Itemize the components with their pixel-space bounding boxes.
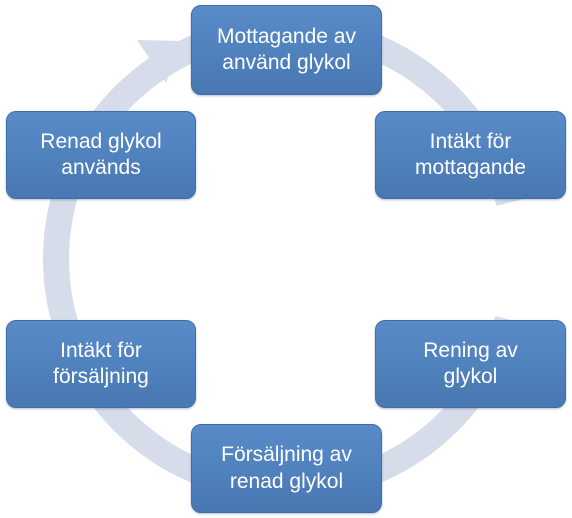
cycle-ring-band bbox=[43, 16, 529, 502]
node-label: Försäljning av renad glykol bbox=[221, 443, 352, 493]
node-forsaljning-av-renad-glykol: Försäljning av renad glykol bbox=[191, 424, 382, 513]
cycle-arrow-head bbox=[137, 40, 181, 83]
node-rening-av-glykol: Rening av glykol bbox=[375, 320, 566, 408]
node-label: Rening av glykol bbox=[423, 338, 518, 388]
node-intakt-for-mottagande: Intäkt för mottagande bbox=[375, 111, 566, 199]
node-label: Intäkt för försäljning bbox=[53, 338, 149, 388]
node-renad-glykol-anvands: Renad glykol används bbox=[6, 111, 196, 199]
node-label: Mottagande av använd glykol bbox=[217, 24, 356, 74]
node-mottagande-av-anvand-glykol: Mottagande av använd glykol bbox=[191, 5, 382, 95]
node-intakt-for-forsaljning: Intäkt för försäljning bbox=[6, 320, 196, 408]
node-label: Renad glykol används bbox=[40, 129, 162, 179]
node-label: Intäkt för mottagande bbox=[415, 129, 526, 179]
